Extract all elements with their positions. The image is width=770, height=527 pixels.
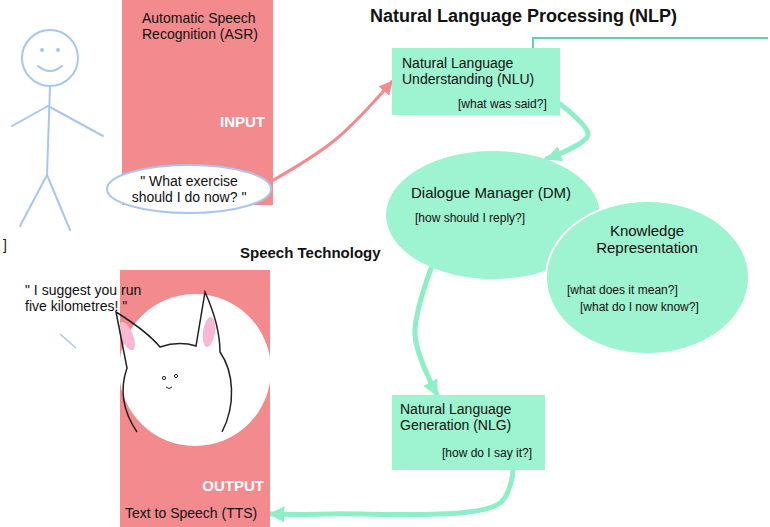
speech-leader-line [60,334,76,348]
node-note: INPUT [220,113,265,130]
figure-smile [38,66,62,71]
white-disc [119,294,271,446]
figure-body [47,86,50,175]
flow-arrow [270,470,513,515]
section-heading: Natural Language Processing (NLP) [370,6,677,27]
bunny-illustration [116,292,271,446]
node-note: [what does it mean?] [567,284,678,298]
node-note: [what do I now know?] [580,301,699,315]
box-fill [120,270,270,527]
knowledge-ellipse: Knowledge Representation [what does it me… [545,200,750,355]
stick-figure [12,30,103,230]
bracket-glyph: ] [3,237,7,253]
ellipse-outline [546,201,749,354]
figure-head [22,30,78,86]
box-fill [392,48,560,115]
nlg-box: Natural Language Generation (NLG) [how do… [392,395,545,470]
flow-arrow [269,82,392,183]
figure-leg [20,175,47,226]
tts-box: OUTPUT Text to Speech (TTS) [120,270,270,527]
figure-eye [56,48,60,52]
section-heading: Speech Technology [240,244,381,261]
flow-arrow [415,268,437,395]
node-title: Automatic Speech Recognition (ASR) [142,10,268,42]
node-title: Knowledge Representation [582,222,712,257]
bunny-outline [116,292,232,432]
bunny-eye [174,374,177,377]
figure-arm [48,106,103,136]
figure-arm [12,106,48,126]
node-note: [how should I reply?] [415,212,525,226]
node-title: Dialogue Manager (DM) [411,184,591,201]
node-title: " What exercise should I do now? " [129,173,249,205]
figure-eye [40,48,44,52]
node-title: OUTPUT [202,477,264,494]
bunny-eye [162,376,165,379]
node-title: Natural Language Understanding (NLU) [402,55,552,87]
speech-bubble: " What exercise should I do now? " [106,164,272,214]
speech-text: " I suggest you run five kilometres! " [25,282,165,314]
bunny-mouth [166,387,172,389]
nlu-box: Natural Language Understanding (NLU) [wha… [392,48,560,115]
ellipse-outline [107,165,271,213]
node-note: Text to Speech (TTS) [125,505,257,521]
figure-eyes [40,48,60,52]
node-note: [how do I say it?] [442,447,532,461]
node-note: [what was said?] [458,98,547,112]
nlp-bracket [533,38,768,48]
bunny-ear-inner [201,316,217,347]
figure-leg [47,175,70,230]
node-title: Natural Language Generation (NLG) [400,401,540,433]
box-fill [392,395,545,470]
